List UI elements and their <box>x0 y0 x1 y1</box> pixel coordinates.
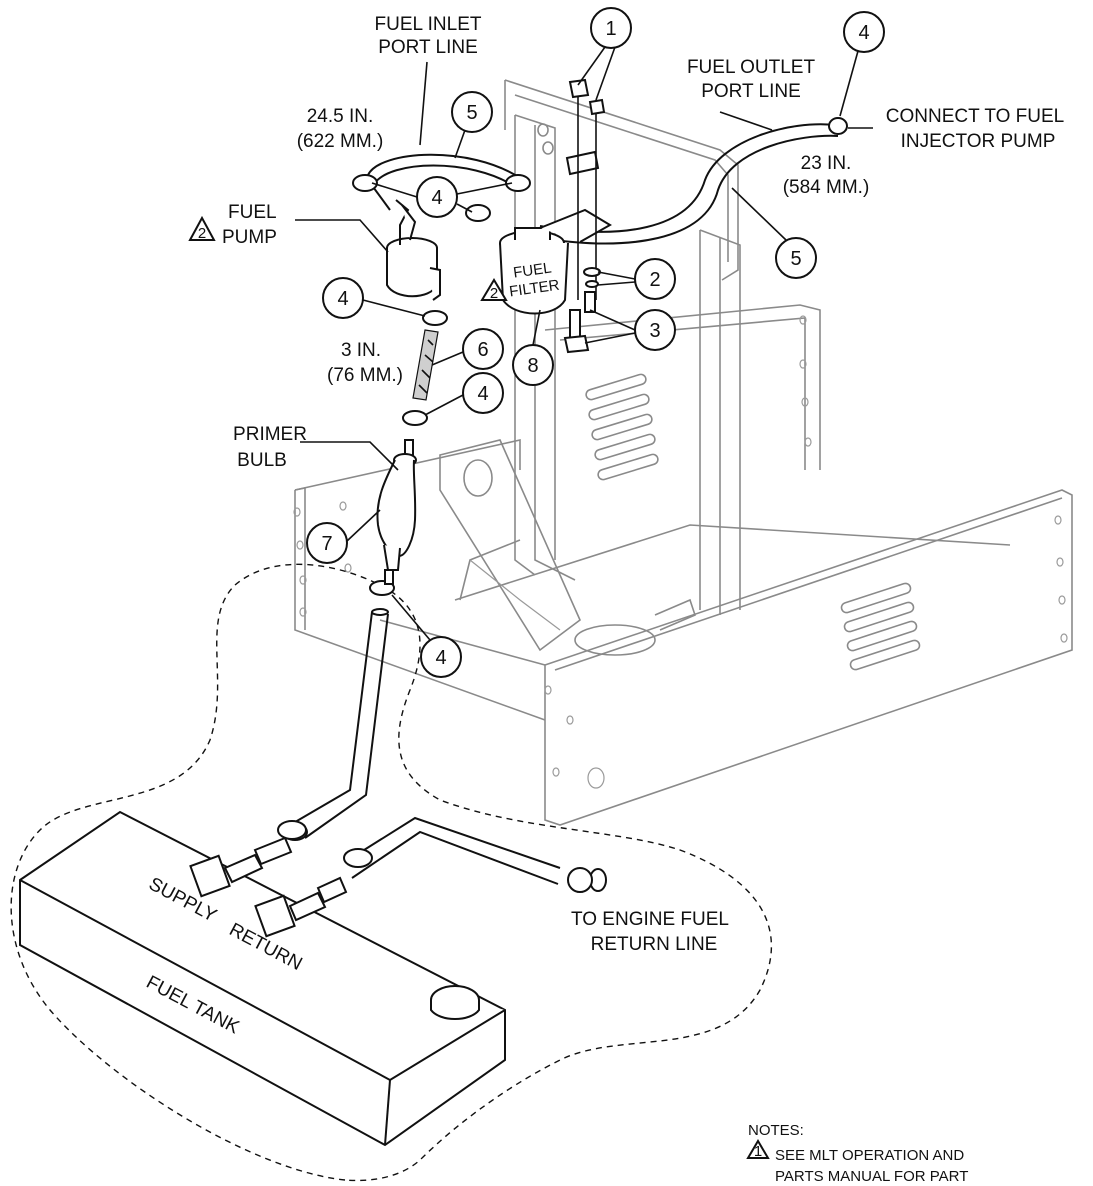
leader-lines <box>295 46 873 641</box>
clamp-pump-outlet <box>422 310 448 326</box>
clamp-return-tank <box>343 848 373 868</box>
note-1-line-1: SEE MLT OPERATION AND <box>775 1147 964 1164</box>
primer-bulb <box>376 439 417 585</box>
callout-7 <box>306 522 348 564</box>
label-fuel-inlet-1: FUEL INLET <box>375 14 482 35</box>
callout-4-primer <box>462 372 504 414</box>
label-fuel-filter-2: FILTER <box>508 277 561 301</box>
note-marker-1: 1 <box>754 1143 762 1160</box>
callout-numbers: 1 4 5 4 5 2 3 4 6 8 4 7 4 <box>321 18 869 669</box>
clamp-inlet-right <box>505 174 531 192</box>
label-fuel-pump-2: PUMP <box>222 227 277 248</box>
label-connect-1: CONNECT TO FUEL <box>886 106 1064 127</box>
note-markers <box>188 215 770 1159</box>
fuel-tank <box>19 810 506 1147</box>
hose-clamps <box>277 117 848 893</box>
note-marker-filter: 2 <box>490 285 498 302</box>
label-fuel-outlet-2: PORT LINE <box>701 81 801 102</box>
callout-number-5b: 5 <box>790 248 801 270</box>
louvre-vents-left <box>585 373 659 481</box>
callout-number-4d: 4 <box>477 383 488 405</box>
label-fuel-outlet-1: FUEL OUTLET <box>687 57 815 78</box>
label-primer-2: BULB <box>237 450 287 471</box>
callout-number-6: 6 <box>477 339 488 361</box>
callout-number-4b: 4 <box>431 187 442 209</box>
callout-number-4a: 4 <box>858 22 869 44</box>
label-engine-return-1: TO ENGINE FUEL <box>571 909 729 930</box>
label-fuel-pump-1: FUEL <box>228 202 277 223</box>
note-triangle-pump <box>188 215 216 241</box>
fuel-pump <box>386 199 441 301</box>
clamp-supply-tank <box>277 820 307 840</box>
label-inlet-length-in: 24.5 IN. <box>307 106 374 127</box>
callout-4-pump <box>322 277 364 319</box>
clamp-return-engine <box>567 867 593 893</box>
callout-number-2: 2 <box>649 269 660 291</box>
callout-number-7: 7 <box>321 533 332 555</box>
callout-bubbles <box>306 7 885 678</box>
callout-number-3: 3 <box>649 320 660 342</box>
clamp-filter <box>465 204 491 222</box>
note-marker-pump: 2 <box>198 225 206 242</box>
note-triangle-filter <box>480 278 508 301</box>
callout-number-5a: 5 <box>466 102 477 124</box>
label-connect-2: INJECTOR PUMP <box>901 131 1056 152</box>
notes-section: NOTES: SEE MLT OPERATION AND PARTS MANUA… <box>748 1122 968 1185</box>
callout-5-outlet <box>775 237 817 279</box>
label-short-length-mm: (76 MM.) <box>327 365 403 386</box>
clamp-primer-inlet <box>402 410 428 426</box>
label-primer-1: PRIMER <box>233 424 307 445</box>
label-outlet-length-in: 23 IN. <box>801 153 852 174</box>
label-outlet-length-mm: (584 MM.) <box>783 177 870 198</box>
callout-number-4c: 4 <box>337 288 348 310</box>
callout-4-supply <box>420 636 462 678</box>
note-marker-numbers: 2 2 1 <box>198 225 762 1160</box>
notes-heading: NOTES: <box>748 1122 804 1139</box>
callout-5-inlet <box>451 91 493 133</box>
callout-number-8: 8 <box>527 355 538 377</box>
louvre-vents-right <box>840 582 921 671</box>
note-1-line-2: PARTS MANUAL FOR PART <box>775 1168 968 1185</box>
label-inlet-length-mm: (622 MM.) <box>297 131 384 152</box>
label-fuel-inlet-2: PORT LINE <box>378 37 478 58</box>
label-fuel-filter-1: FUEL <box>512 259 552 281</box>
callout-4-outlet <box>843 11 885 53</box>
clamp-inlet-left <box>352 174 378 192</box>
note-triangle-1 <box>746 1139 770 1159</box>
callout-6 <box>462 328 504 370</box>
label-engine-return-2: RETURN LINE <box>591 934 718 955</box>
callout-1 <box>590 7 632 49</box>
label-short-length-in: 3 IN. <box>341 340 381 361</box>
callout-number-1: 1 <box>605 18 616 40</box>
clamp-outlet <box>828 117 848 135</box>
frame-bolt-holes <box>293 315 1068 789</box>
fuel-filter <box>499 78 612 354</box>
callout-number-4e: 4 <box>435 647 446 669</box>
